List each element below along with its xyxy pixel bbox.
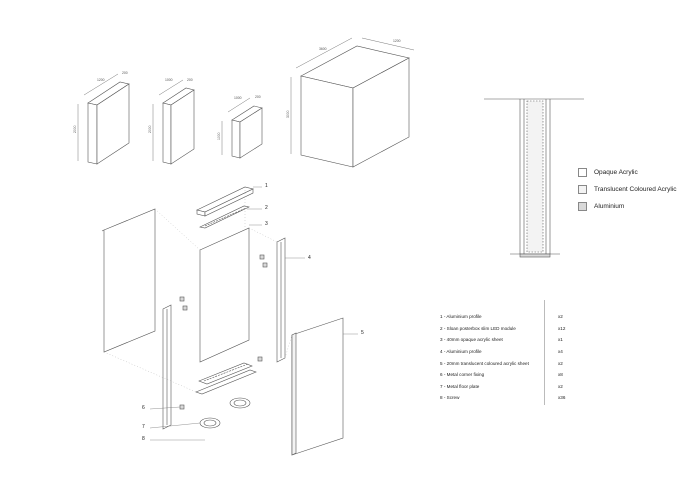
section-detail	[484, 98, 584, 258]
part-label: 4 - Aluminium profile	[440, 349, 482, 355]
callout-8: 8	[142, 436, 145, 442]
legend-label: Aluminium	[594, 203, 625, 210]
parts-divider	[544, 300, 545, 405]
part-qty: x12	[558, 325, 566, 331]
part-qty: x4	[558, 349, 563, 355]
legend-label: Translucent Coloured Acrylic	[594, 186, 677, 193]
parts-row: 2 - Sloan posterbox slim LED module x12	[440, 323, 580, 335]
part-qty: x2	[558, 314, 563, 320]
part-qty: x2	[558, 383, 563, 389]
aluminium-swatch	[578, 202, 587, 211]
parts-row: 1 - Aluminium profile x2	[440, 311, 580, 323]
parts-row: 6 - Metal corner fixing x8	[440, 369, 580, 381]
svg-text:1200: 1200	[393, 39, 401, 43]
parts-row: 7 - Metal floor plate x2	[440, 381, 580, 393]
callout-2: 2	[265, 205, 268, 211]
svg-text:3000: 3000	[286, 110, 290, 118]
part-label: 6 - Metal corner fixing	[440, 372, 485, 378]
part-label: 2 - Sloan posterbox slim LED module	[440, 325, 516, 331]
parts-row: 8 - Screw x36	[440, 392, 580, 404]
callout-3: 3	[265, 221, 268, 227]
parts-row: 3 - 40mm opaque acrylic sheet x1	[440, 334, 580, 346]
callout-1: 1	[265, 183, 268, 189]
callout-4: 4	[308, 255, 311, 261]
display-box-2	[152, 79, 195, 165]
display-box-3	[221, 97, 263, 159]
part-qty: x1	[558, 337, 563, 343]
callout-7: 7	[142, 424, 145, 430]
part-qty: x8	[558, 372, 563, 378]
opaque-acrylic-swatch	[578, 168, 587, 177]
part-label: 8 - Screw	[440, 395, 460, 401]
exploded-assembly	[101, 186, 358, 456]
svg-text:1200: 1200	[97, 78, 105, 82]
part-label: 7 - Metal floor plate	[440, 383, 480, 389]
svg-text:200: 200	[187, 78, 193, 82]
svg-text:2000: 2000	[73, 125, 77, 133]
display-box-1	[77, 73, 130, 165]
material-legend: Opaque Acrylic Translucent Coloured Acry…	[578, 164, 677, 215]
callout-5: 5	[361, 330, 364, 336]
display-box-4	[290, 37, 415, 168]
parts-row: 5 - 20mm translucent coloured acrylic sh…	[440, 357, 580, 369]
dimension-labels: 1200 200 2000 1000 200 2000 1000 200 100…	[73, 39, 401, 140]
part-label: 5 - 20mm translucent coloured acrylic sh…	[440, 360, 529, 366]
svg-text:1000: 1000	[217, 132, 221, 140]
legend-item: Aluminium	[578, 198, 677, 215]
callout-6: 6	[142, 405, 145, 411]
part-qty: x2	[558, 360, 563, 366]
legend-label: Opaque Acrylic	[594, 169, 638, 176]
svg-text:200: 200	[122, 71, 128, 75]
part-qty: x36	[558, 395, 566, 401]
svg-text:1000: 1000	[234, 96, 242, 100]
parts-list: 1 - Aluminium profile x2 2 - Sloan poste…	[440, 311, 580, 404]
legend-item: Opaque Acrylic	[578, 164, 677, 181]
svg-text:2000: 2000	[148, 125, 152, 133]
translucent-acrylic-swatch	[578, 185, 587, 194]
svg-text:3600: 3600	[319, 47, 327, 51]
legend-item: Translucent Coloured Acrylic	[578, 181, 677, 198]
parts-row: 4 - Aluminium profile x4	[440, 346, 580, 358]
part-label: 3 - 40mm opaque acrylic sheet	[440, 337, 503, 343]
svg-text:1000: 1000	[165, 78, 173, 82]
svg-text:200: 200	[255, 95, 261, 99]
part-label: 1 - Aluminium profile	[440, 314, 482, 320]
